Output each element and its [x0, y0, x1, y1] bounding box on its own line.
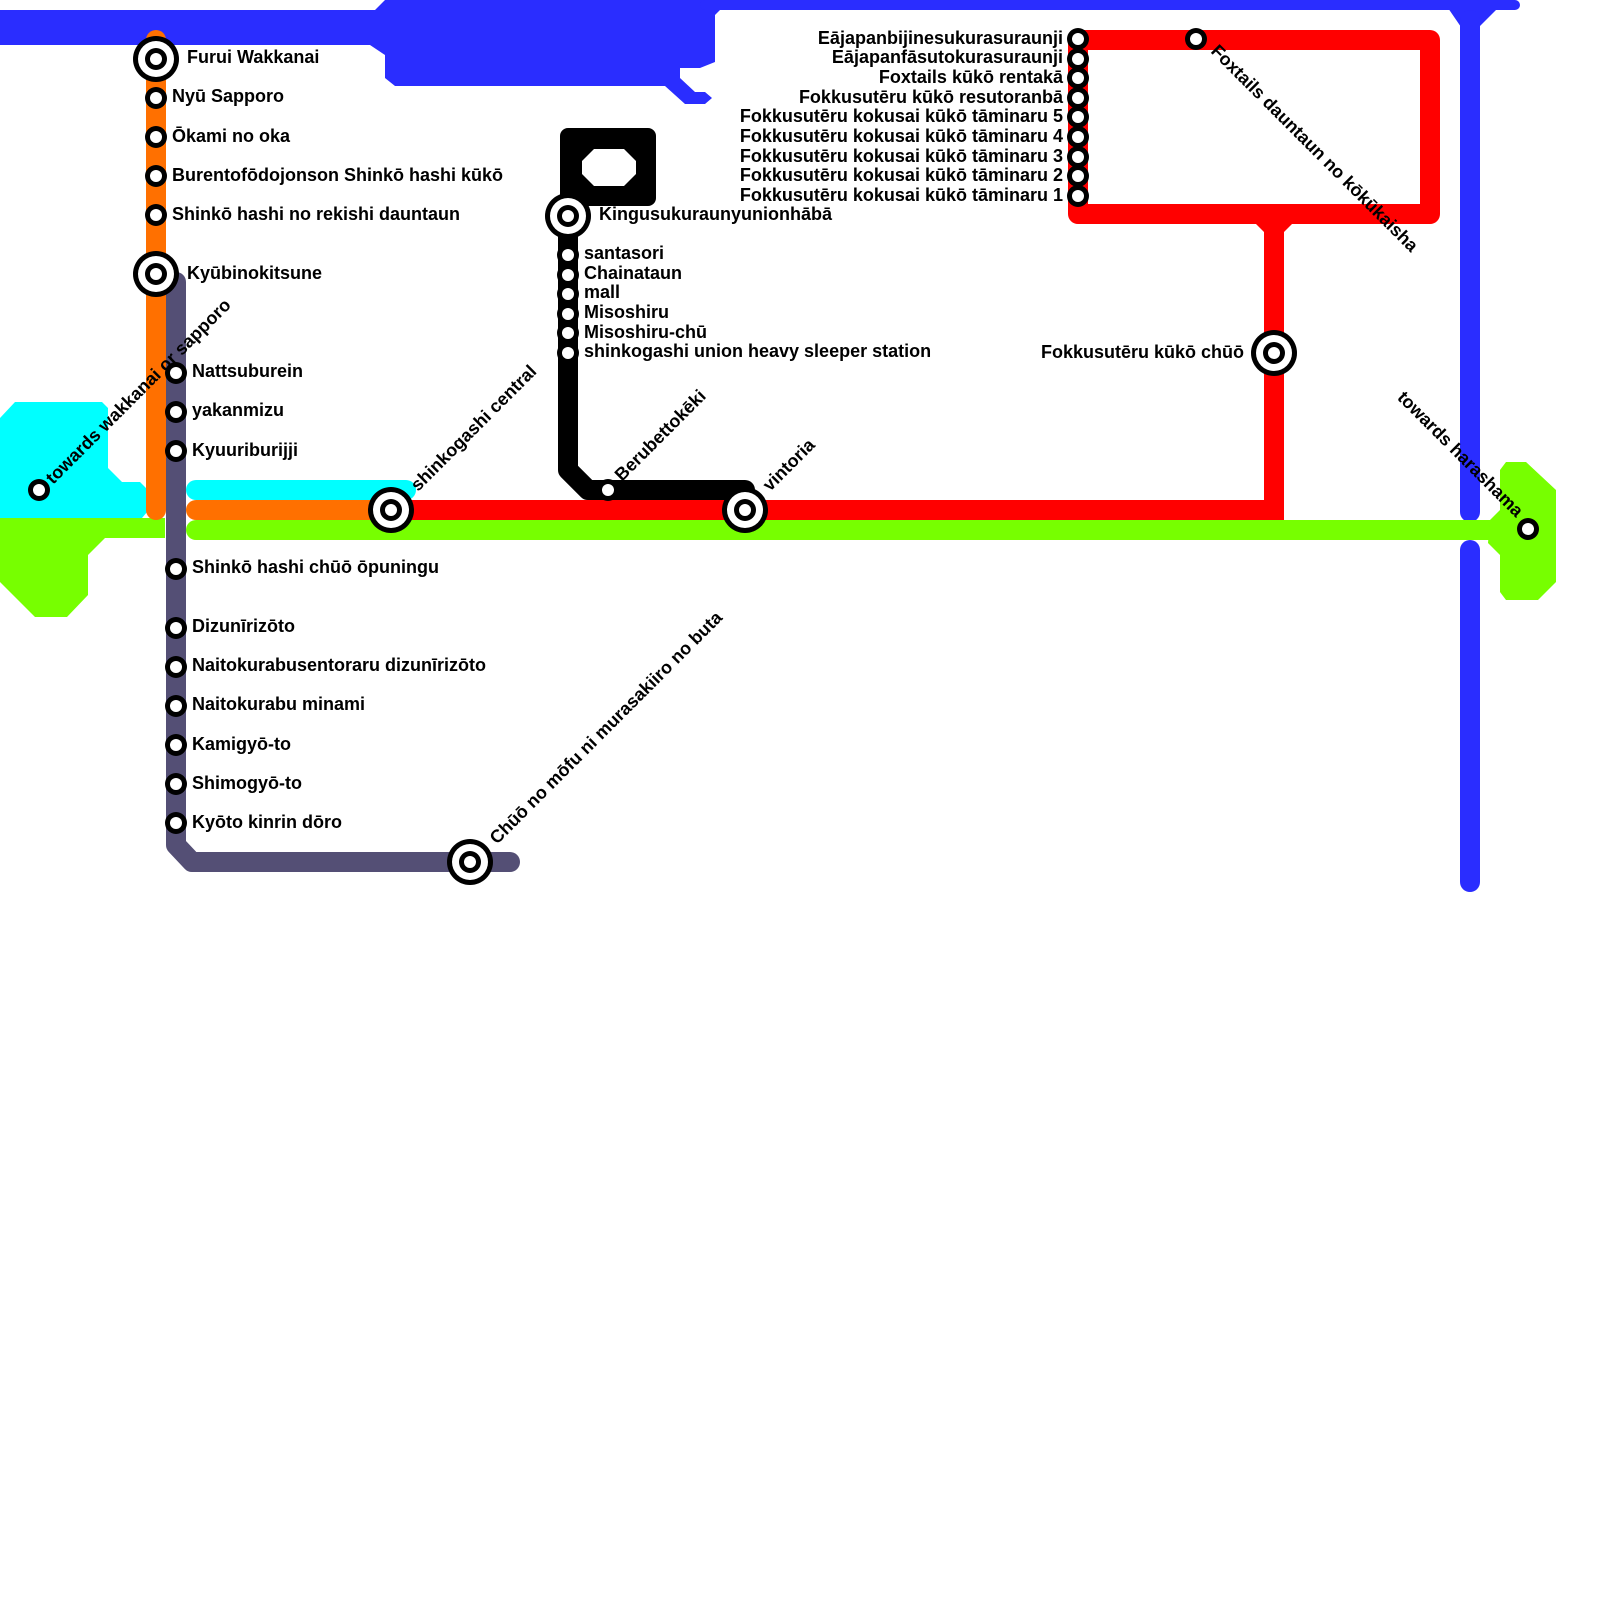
station-kingusukuraunyunion-interchange-icon[interactable] [545, 193, 591, 239]
label-eajapan-first[interactable]: Eājapanfāsutokurasuraunji [832, 47, 1063, 67]
orange-line-horizontal[interactable] [186, 500, 406, 520]
label-furui-wakkanai[interactable]: Furui Wakkanai [187, 47, 319, 67]
station-shinko-chuo-opuningu-icon[interactable] [165, 558, 187, 580]
label-terminal-3[interactable]: Fokkusutēru kokusai kūkō tāminaru 3 [740, 146, 1063, 166]
station-misoshiru-icon[interactable] [557, 303, 579, 325]
label-burentofodojonson[interactable]: Burentofōdojonson Shinkō hashi kūkō [172, 165, 503, 185]
label-naitokurabusentoraru[interactable]: Naitokurabusentoraru dizunīrizōto [192, 655, 486, 675]
blue-line-vertical-upper[interactable] [1460, 10, 1480, 522]
label-nattsuburein[interactable]: Nattsuburein [192, 361, 303, 381]
label-eajapan-business[interactable]: Eājapanbijinesukurasuraunji [818, 28, 1063, 48]
label-okami-no-oka[interactable]: Ōkami no oka [172, 126, 291, 146]
station-fokkusuteru-chuo-interchange-icon[interactable] [1251, 330, 1297, 376]
label-misoshiru-chu[interactable]: Misoshiru-chū [584, 322, 707, 342]
station-terminal-3-icon[interactable] [1067, 146, 1089, 168]
label-dizunirizoto[interactable]: Dizunīrizōto [192, 616, 295, 636]
station-labels: Furui Wakkanai Nyū Sapporo Ōkami no oka … [42, 28, 1528, 848]
label-terminal-1[interactable]: Fokkusutēru kokusai kūkō tāminaru 1 [740, 185, 1063, 205]
label-terminal-2[interactable]: Fokkusutēru kokusai kūkō tāminaru 2 [740, 165, 1063, 185]
station-naitokurabusentoraru-icon[interactable] [165, 656, 187, 678]
label-terminal-4[interactable]: Fokkusutēru kokusai kūkō tāminaru 4 [740, 126, 1063, 146]
label-terminal-5[interactable]: Fokkusutēru kokusai kūkō tāminaru 5 [740, 106, 1063, 126]
label-shinko-chuo-opuningu[interactable]: Shinkō hashi chūō ōpuningu [192, 557, 439, 577]
label-kyoto-kinrin[interactable]: Kyōto kinrin dōro [192, 812, 342, 832]
label-nyu-sapporo[interactable]: Nyū Sapporo [172, 86, 284, 106]
station-eajapan-business-icon[interactable] [1067, 28, 1089, 50]
label-fokkusuteru-restaurant[interactable]: Fokkusutēru kūkō resutoranbā [799, 87, 1064, 107]
blue-line-block[interactable] [0, 0, 730, 104]
label-shimogyo[interactable]: Shimogyō-to [192, 773, 302, 793]
red-line-junction[interactable] [1252, 220, 1296, 232]
station-dizunirizoto-icon[interactable] [165, 617, 187, 639]
red-line-main[interactable] [400, 500, 1284, 520]
station-fokkusuteru-restaurant-icon[interactable] [1067, 87, 1089, 109]
station-terminal-5-icon[interactable] [1067, 106, 1089, 128]
label-shinko-rekishi[interactable]: Shinkō hashi no rekishi dauntaun [172, 204, 460, 224]
station-mall-icon[interactable] [557, 283, 579, 305]
label-kamigyo[interactable]: Kamigyō-to [192, 734, 291, 754]
station-kyuuriburijji-icon[interactable] [165, 440, 187, 462]
station-misoshiru-chu-icon[interactable] [557, 322, 579, 344]
blue-line-vertical-lower[interactable] [1460, 540, 1480, 892]
label-naitokurabu-minami[interactable]: Naitokurabu minami [192, 694, 365, 714]
label-kyuuriburijji[interactable]: Kyuuriburijji [192, 440, 298, 460]
station-vintoria-interchange-icon[interactable] [722, 487, 768, 533]
cyan-line-segment[interactable] [186, 480, 416, 500]
label-chuo-no-mofu[interactable]: Chūō no mōfu ni murasakiiro no buta [486, 607, 727, 848]
label-yakanmizu[interactable]: yakanmizu [192, 400, 284, 420]
label-santasori[interactable]: santasori [584, 243, 664, 263]
station-chuo-no-mofu-interchange-icon[interactable] [447, 839, 493, 885]
station-kyoto-kinrin-icon[interactable] [165, 812, 187, 834]
green-line-segment[interactable] [186, 520, 1506, 540]
station-terminal-2-icon[interactable] [1067, 165, 1089, 187]
label-foxtails-downtown[interactable]: Foxtails dauntaun no kōkūkaisha [1207, 41, 1423, 257]
label-berubettokeki[interactable]: Berubettokēki [611, 386, 710, 485]
station-kyubinokitsune-interchange-icon[interactable] [133, 251, 179, 297]
station-chainataun-icon[interactable] [557, 264, 579, 286]
station-heavy-sleeper-icon[interactable] [557, 342, 579, 364]
label-shinkogashi-central[interactable]: shinkogashi central [407, 361, 541, 495]
label-heavy-sleeper[interactable]: shinkogashi union heavy sleeper station [584, 341, 931, 361]
station-kamigyo-icon[interactable] [165, 734, 187, 756]
station-naitokurabu-minami-icon[interactable] [165, 695, 187, 717]
station-markers [28, 28, 1539, 885]
station-shinkogashi-central-interchange-icon[interactable] [368, 487, 414, 533]
green-terminus-area-west[interactable] [0, 518, 165, 617]
station-eajapan-first-icon[interactable] [1067, 48, 1089, 70]
label-foxtails-rental[interactable]: Foxtails kūkō rentakā [879, 67, 1064, 87]
station-nyu-sapporo-icon[interactable] [145, 87, 167, 109]
blue-line[interactable] [0, 0, 1520, 892]
station-furui-wakkanai-interchange-icon[interactable] [133, 36, 179, 82]
station-burentofodojonson-icon[interactable] [145, 165, 167, 187]
label-kingusukuraunyunion[interactable]: Kingusukuraunyunionhābā [599, 204, 833, 224]
label-vintoria[interactable]: vintoria [759, 434, 820, 495]
station-berubettokeki-icon[interactable] [597, 479, 619, 501]
label-chainataun[interactable]: Chainataun [584, 263, 682, 283]
station-towards-harashama-icon[interactable] [1517, 518, 1539, 540]
label-misoshiru[interactable]: Misoshiru [584, 302, 669, 322]
station-foxtails-downtown-icon[interactable] [1185, 28, 1207, 50]
station-santasori-icon[interactable] [557, 244, 579, 266]
station-towards-wakkanai-icon[interactable] [28, 479, 50, 501]
label-kyubinokitsune[interactable]: Kyūbinokitsune [187, 263, 322, 283]
label-fokkusuteru-chuo[interactable]: Fokkusutēru kūkō chūō [1041, 342, 1244, 362]
blue-line-top-bar[interactable] [700, 0, 1520, 10]
station-okami-no-oka-icon[interactable] [145, 126, 167, 148]
station-yakanmizu-icon[interactable] [165, 401, 187, 423]
station-foxtails-rental-icon[interactable] [1067, 67, 1089, 89]
black-line-loop-hole [582, 149, 636, 186]
label-mall[interactable]: mall [584, 282, 620, 302]
station-terminal-1-icon[interactable] [1067, 185, 1089, 207]
station-shinko-rekishi-icon[interactable] [145, 204, 167, 226]
red-line-loop[interactable] [1068, 30, 1440, 224]
station-shimogyo-icon[interactable] [165, 773, 187, 795]
station-terminal-4-icon[interactable] [1067, 126, 1089, 148]
station-nattsuburein-icon[interactable] [165, 362, 187, 384]
